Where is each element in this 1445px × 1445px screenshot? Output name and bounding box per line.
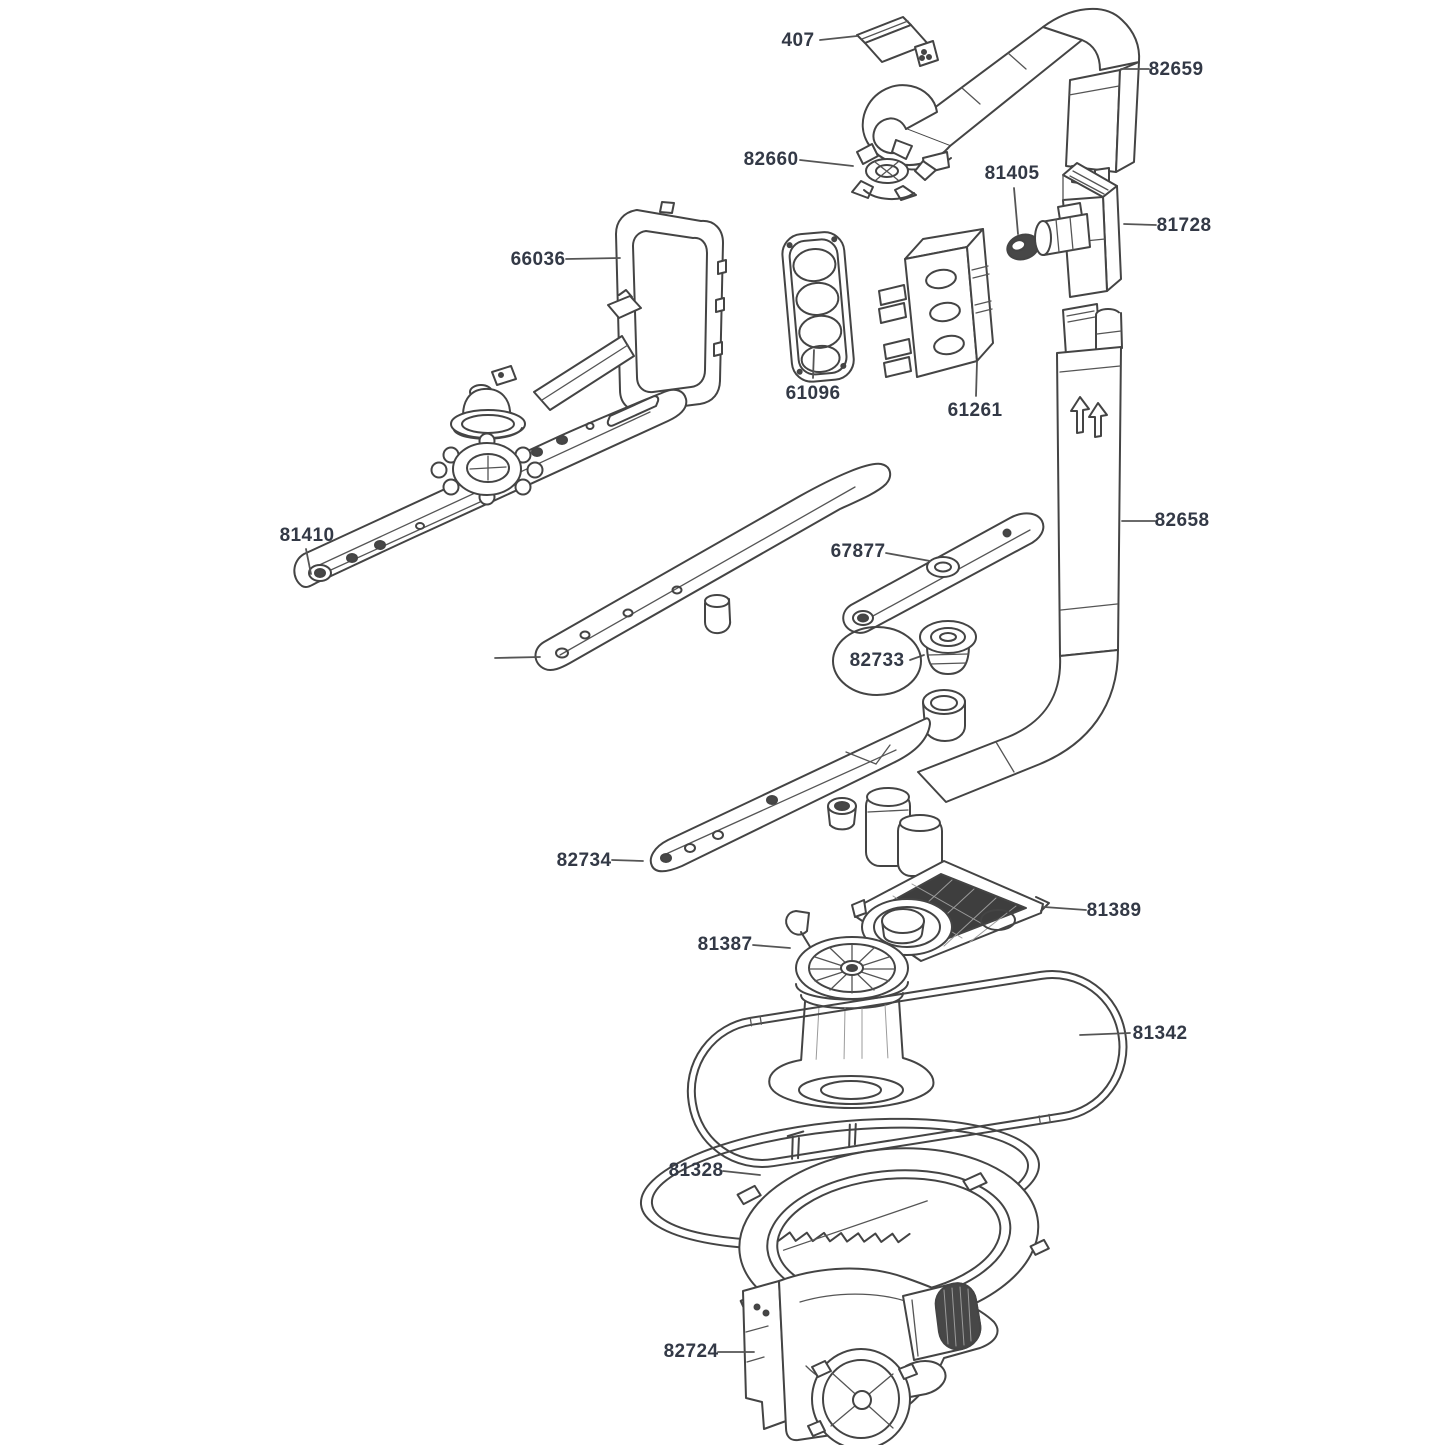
part-label-82724: 82724	[663, 1341, 719, 1362]
part-61096-drawing	[781, 231, 855, 383]
part-label-81328: 81328	[668, 1160, 724, 1181]
part-82724-drawing	[742, 1267, 999, 1445]
up-arrows-icon	[1070, 396, 1108, 438]
part-82734-drawing	[649, 689, 966, 873]
part-81728-drawing	[1034, 162, 1122, 298]
part-label-82733-highlighted: 82733	[849, 650, 905, 671]
part-label-66036: 66036	[510, 249, 566, 270]
part-label-61096: 61096	[785, 383, 841, 404]
part-middle-arm-drawing	[534, 462, 892, 672]
part-61261-drawing	[878, 228, 994, 378]
part-label-81389: 81389	[1086, 900, 1142, 921]
part-label-407: 407	[781, 30, 815, 51]
part-label-82660: 82660	[743, 149, 799, 170]
part-label-82734: 82734	[556, 850, 612, 871]
part-label-82659: 82659	[1148, 59, 1204, 80]
part-label-81387: 81387	[697, 934, 753, 955]
part-label-81342: 81342	[1132, 1023, 1188, 1044]
part-67877-drawing	[842, 512, 1045, 634]
part-label-61261: 61261	[947, 400, 1003, 421]
part-label-67877: 67877	[830, 541, 886, 562]
part-82659-drawing	[861, 7, 1141, 185]
part-81387-drawing	[768, 910, 935, 1109]
part-81405-drawing	[1006, 233, 1040, 261]
part-82733-drawing	[919, 620, 977, 675]
part-label-81728: 81728	[1156, 215, 1212, 236]
part-66036-drawing	[450, 201, 727, 440]
part-81342-drawing	[686, 970, 1128, 1168]
unlabeled-leader-line	[494, 656, 541, 659]
part-label-81405: 81405	[984, 163, 1040, 184]
part-82658-drawing	[865, 303, 1123, 877]
highlight-circle	[832, 626, 922, 696]
leader-lines	[305, 35, 1157, 1353]
part-label-82658: 82658	[1154, 510, 1210, 531]
part-label-81410: 81410	[279, 525, 335, 546]
part-81389-drawing	[851, 860, 1050, 962]
part-82660-drawing	[851, 139, 937, 201]
part-81410-drawing	[293, 388, 688, 589]
part-407-drawing	[856, 16, 939, 67]
